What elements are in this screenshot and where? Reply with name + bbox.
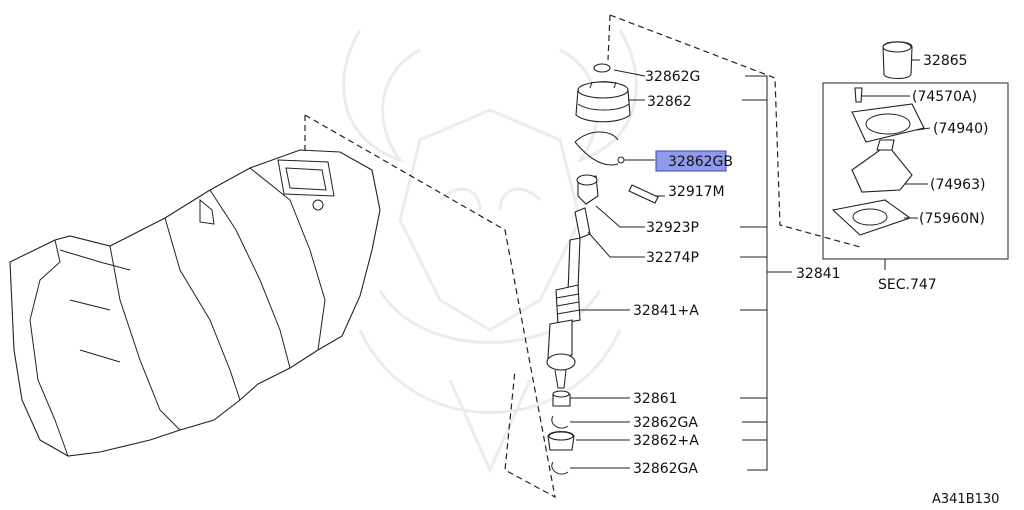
callout-32862ga-bottom[interactable]: 32862GA <box>633 461 698 477</box>
callout-32841[interactable]: 32841 <box>796 266 841 282</box>
callout-32862-plus-a[interactable]: 32862+A <box>633 433 699 449</box>
callout-labels: 32862G 32862 32862GB 32917M 32923P 32274… <box>633 53 999 507</box>
callout-32861[interactable]: 32861 <box>633 391 678 407</box>
callout-74940[interactable]: (74940) <box>933 121 988 137</box>
callout-32274p[interactable]: 32274P <box>646 250 699 266</box>
callout-74963[interactable]: (74963) <box>930 177 985 193</box>
callout-32862g[interactable]: 32862G <box>645 69 700 85</box>
watermark-logo <box>342 29 638 474</box>
callout-32865[interactable]: 32865 <box>923 53 968 69</box>
callout-32917m[interactable]: 32917M <box>668 184 725 200</box>
shift-region-outline <box>304 14 861 499</box>
callout-32841-plus-a[interactable]: 32841+A <box>633 303 699 319</box>
sec-747-inset[interactable] <box>822 41 1009 270</box>
callout-75960n[interactable]: (75960N) <box>919 211 985 227</box>
transmission-housing[interactable] <box>9 149 381 457</box>
callout-32862ga-top[interactable]: 32862GA <box>633 415 698 431</box>
callout-74570a[interactable]: (74570A) <box>912 89 977 105</box>
diagram-id: A341B130 <box>932 492 999 507</box>
callout-32923p[interactable]: 32923P <box>646 220 699 236</box>
control-lever-assembly[interactable] <box>546 63 659 475</box>
leader-lines <box>570 69 792 471</box>
callout-32862gb[interactable]: 32862GB <box>668 154 733 170</box>
sec-747-label[interactable]: SEC.747 <box>878 277 937 293</box>
callout-32862[interactable]: 32862 <box>647 94 692 110</box>
highlight-box <box>655 150 727 172</box>
